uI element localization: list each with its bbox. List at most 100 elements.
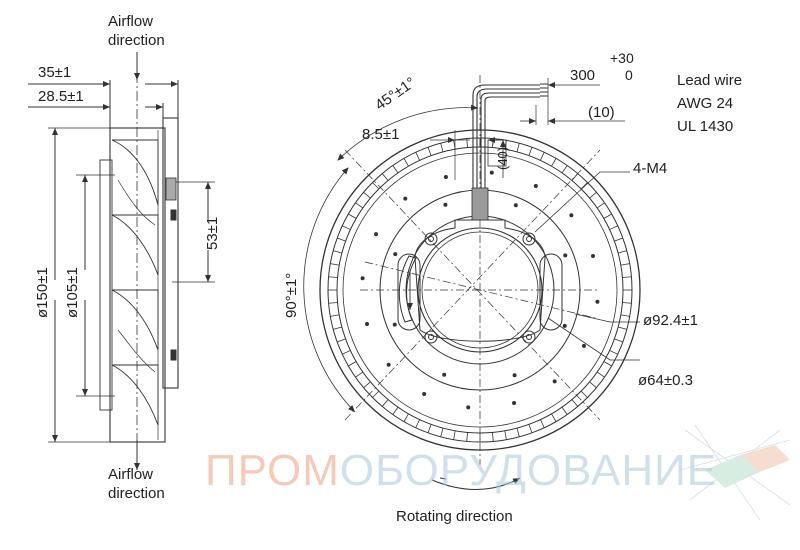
rim-tooth [392, 406, 399, 415]
lead-wire-line2: AWG 24 [677, 95, 734, 112]
mount-hole [403, 196, 408, 201]
watermark-text: ПРОМОБОРУДОВАНИЕ [205, 446, 717, 496]
dim-64: ø64±0.3 [638, 372, 693, 389]
rim-tooth [363, 191, 371, 199]
dim-53: 53±1 [204, 216, 221, 250]
mount-hole [443, 202, 448, 207]
rim-tooth [372, 182, 380, 190]
rim-tooth [603, 361, 612, 367]
mount-holes [360, 170, 600, 410]
rim-tooth [603, 213, 612, 219]
rim-tooth [540, 419, 545, 428]
mount-hole [466, 405, 471, 410]
rim-tooth [528, 424, 533, 433]
rim-tooth [372, 390, 380, 398]
rim-tooth [561, 165, 568, 174]
lead-wire-line1: Lead wire [677, 72, 743, 89]
rim-tooth [427, 424, 432, 433]
lead-wire-line3: UL 1430 [677, 118, 734, 135]
rim-tooth [348, 361, 357, 367]
rim-tooth [516, 428, 520, 437]
rim-tooth [571, 399, 579, 407]
screws [424, 232, 536, 344]
mount-hole [393, 252, 398, 257]
rim-tooth [403, 158, 409, 167]
mount-hole [569, 213, 574, 218]
rim-tooth [440, 143, 444, 152]
angle-90-label: 90°±1° [283, 272, 300, 318]
rim-tooth [589, 191, 597, 199]
dim-28-5: 28.5±1 [38, 88, 84, 105]
mount-hole [562, 323, 567, 328]
rim-tooth [415, 419, 420, 428]
mount-hole [533, 184, 538, 189]
lead-wire [472, 84, 540, 200]
watermark-part-a: ПРОМ [205, 446, 340, 495]
rim-tooth [342, 225, 351, 230]
rim-tooth [504, 430, 507, 440]
rim-tooth [337, 237, 346, 242]
mount-hole [422, 391, 427, 396]
dim-105: ø105±1 [64, 267, 81, 318]
fan-body-outline [109, 127, 166, 443]
airflow-bottom-line2: direction [108, 485, 165, 502]
center-lines [344, 75, 601, 465]
mount-hole [489, 170, 494, 175]
rim-tooth [580, 390, 588, 398]
rim-tooth [453, 430, 456, 440]
mount-hole [374, 232, 379, 237]
rim-tooth [330, 263, 340, 266]
rim-tooth [333, 326, 342, 330]
rim-tooth [342, 350, 351, 355]
rim-tooth [392, 165, 399, 174]
rim-tooth [551, 158, 557, 167]
rim-tooth [381, 173, 389, 181]
watermark-graphic [679, 424, 791, 521]
rim-tooth [492, 432, 494, 442]
mount-hole [512, 400, 517, 405]
rim-tooth [330, 314, 340, 317]
rim-tooth [516, 143, 520, 152]
rim-tooth [620, 263, 630, 266]
rim-tooth [403, 413, 409, 422]
dim-40: (40) [495, 146, 510, 170]
front-view [303, 75, 641, 490]
rim-tooth [328, 302, 338, 304]
rim-tooth [609, 350, 618, 355]
rim-tooth [618, 326, 627, 330]
lead-strip: (10) [588, 104, 615, 121]
mount-hole [513, 203, 518, 208]
rim-tooth [618, 250, 627, 254]
leader-4m4 [534, 171, 630, 233]
watermark-part-b: ОБОРУДОВАНИЕ [339, 446, 718, 495]
mount-hole [392, 322, 397, 327]
rim-tooth [620, 314, 630, 317]
dim-92-4: ø92.4±1 [643, 312, 698, 329]
rim-tooth [551, 413, 557, 422]
rotating-direction-label: Rotating direction [396, 508, 513, 525]
mount-hole [595, 299, 600, 304]
dim-8-5: 8.5±1 [362, 126, 400, 143]
rim-tooth [561, 406, 568, 415]
mount-hole [512, 373, 517, 378]
rim-tooth [466, 432, 468, 442]
rim-tooth [609, 225, 618, 230]
rim-tooth [528, 147, 533, 156]
mount-hole [581, 343, 586, 348]
leader-92 [574, 313, 640, 323]
rim-tooth [355, 371, 364, 378]
angle-90-arc [303, 167, 356, 413]
rim-tooth [440, 428, 444, 437]
rim-tooth [596, 371, 605, 378]
side-view [28, 52, 215, 470]
mount-hole [552, 379, 557, 384]
rim-tooth [589, 381, 597, 389]
rim-tooth [614, 237, 623, 242]
lead-length: 300 [570, 67, 596, 84]
mount-hole [442, 372, 447, 377]
rim-tooth [580, 182, 588, 190]
rim-tooth [337, 338, 346, 343]
rim-tooth [355, 202, 364, 209]
rim-tooth [427, 147, 432, 156]
